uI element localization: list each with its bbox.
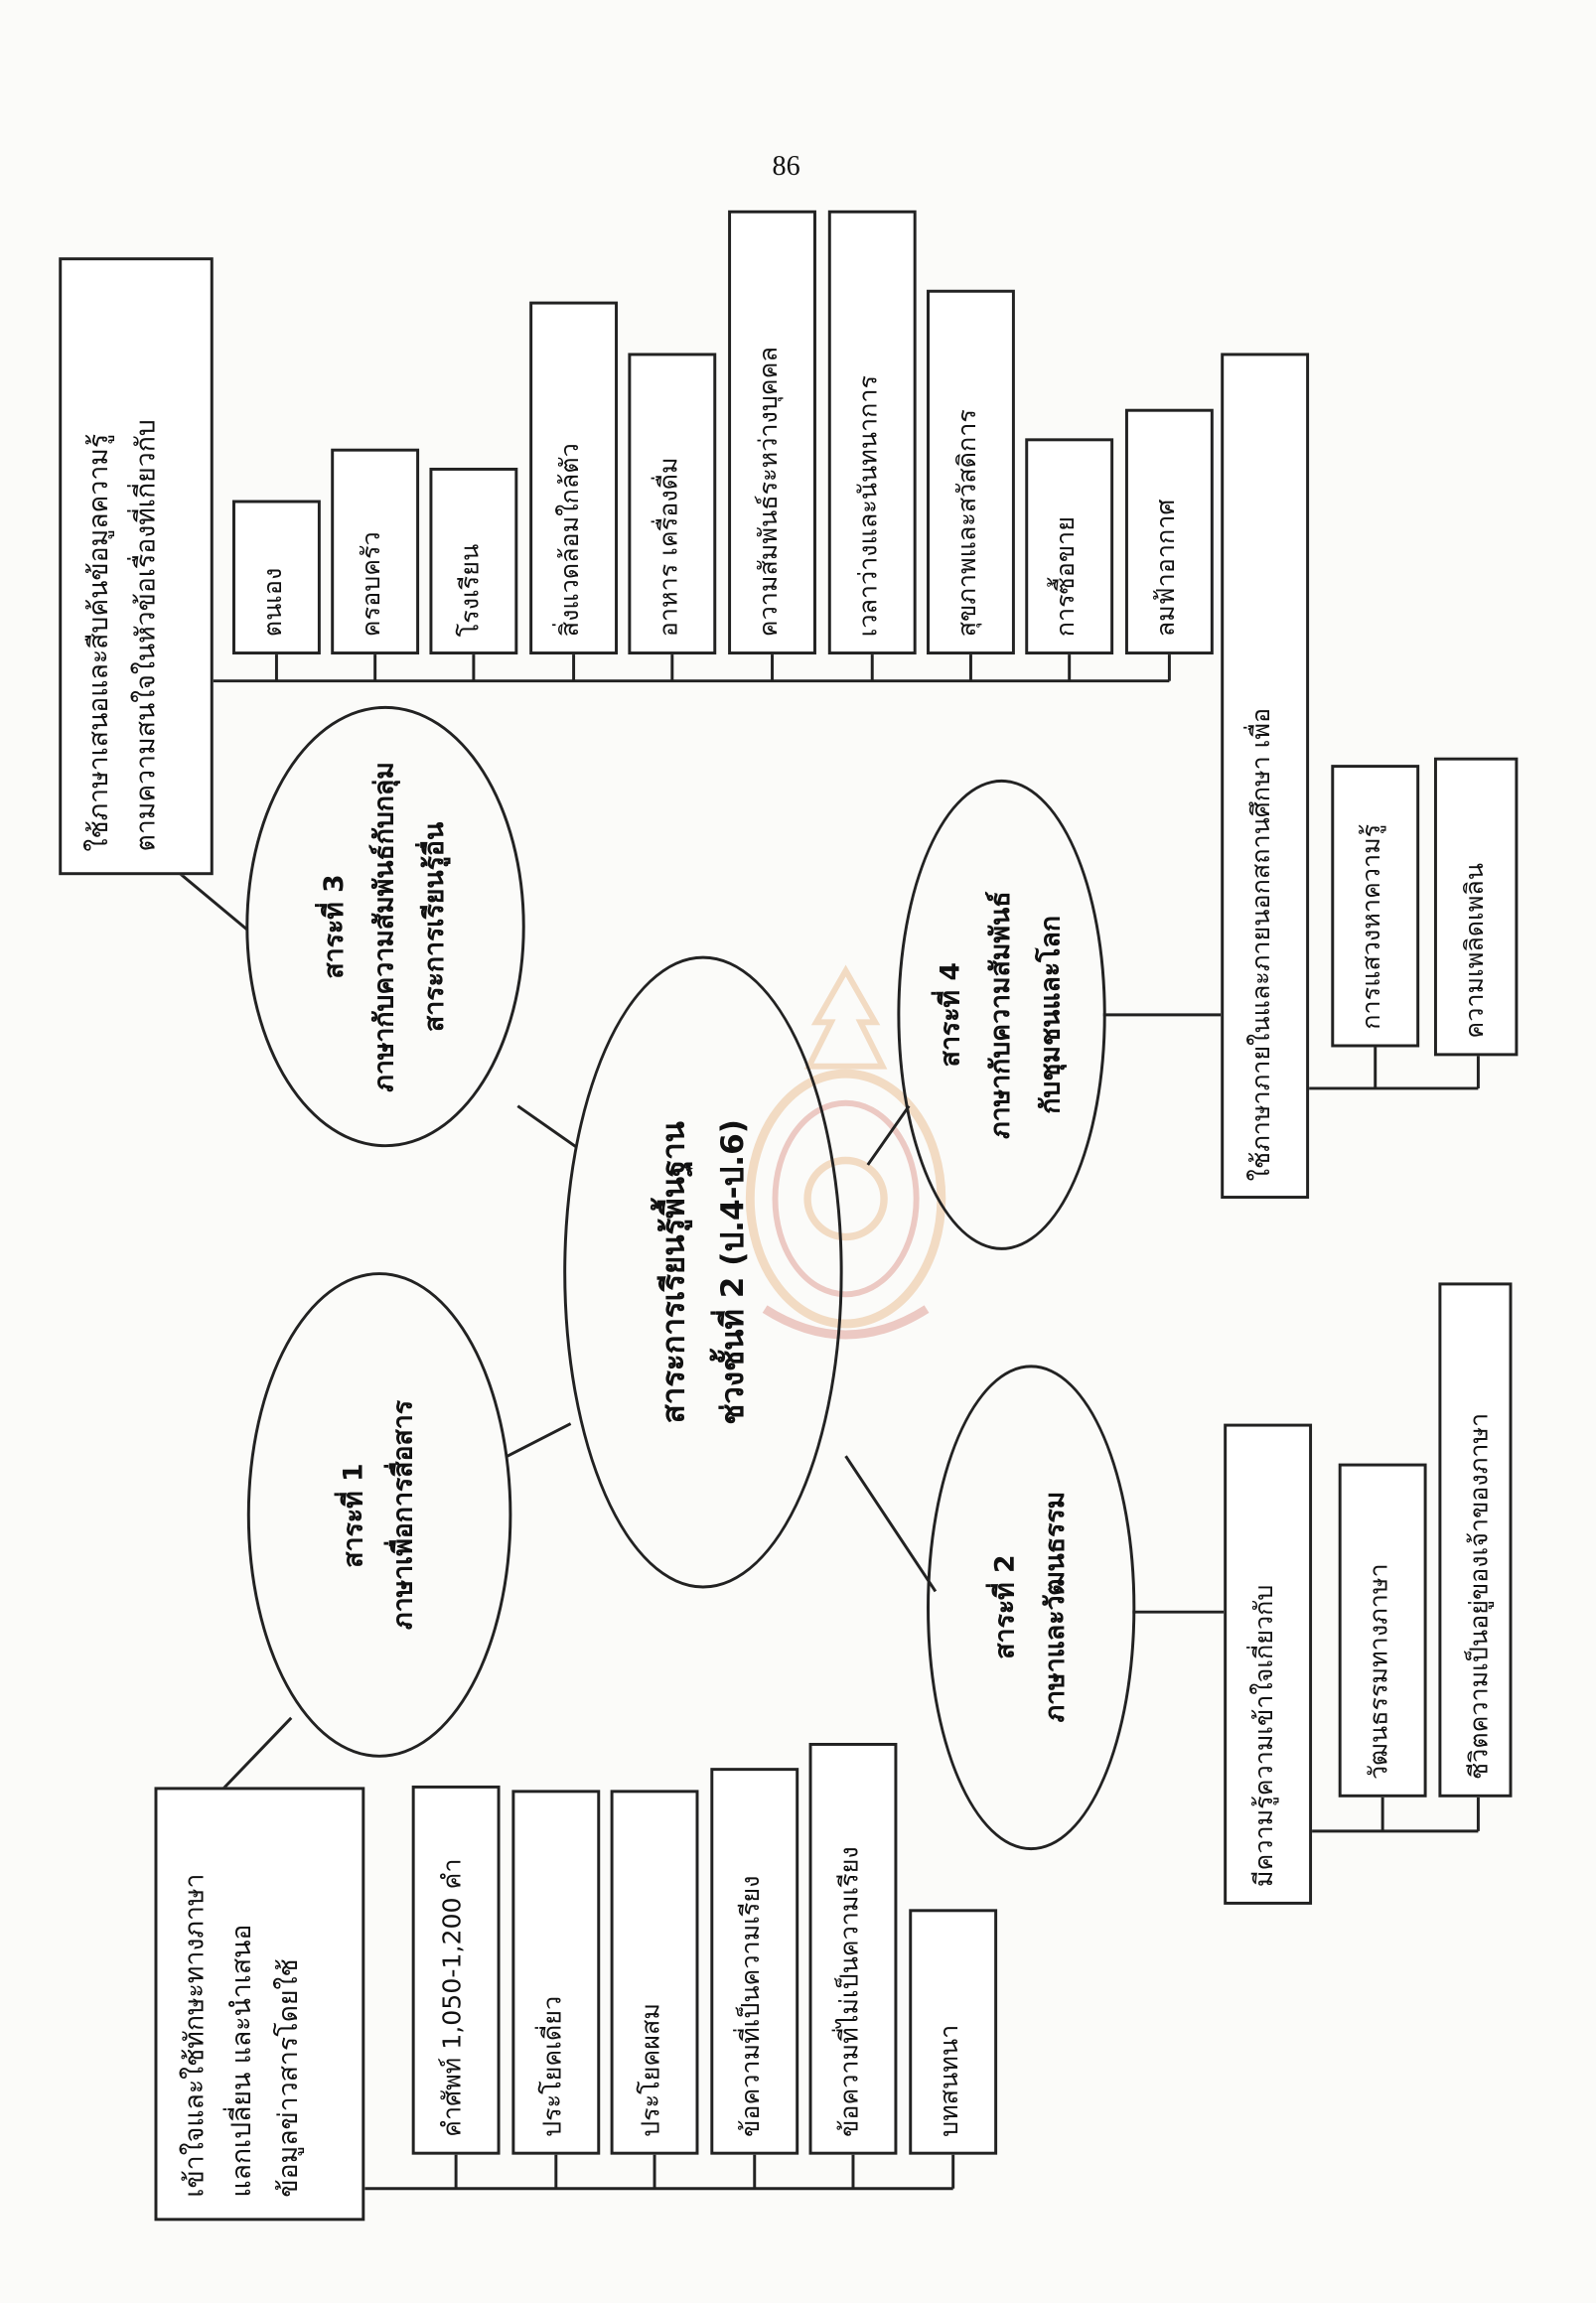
strand1-title: สาระที่ 1 — [338, 1462, 369, 1568]
strand3-subtitle: สาระการเรียนรู้อื่น — [419, 821, 451, 1032]
strand2-item: วัฒนธรรมทางภาษา — [1338, 1463, 1427, 1798]
strand4-item: ความเพลิดเพลิน — [1433, 757, 1519, 1057]
strand3-item: ตนเอง — [231, 500, 321, 655]
strand3-item: ความสัมพันธ์ระหว่างบุคคล — [728, 210, 816, 655]
link-strand1-desc — [219, 1716, 293, 1793]
link-center-strand3 — [516, 1104, 578, 1149]
center-title: สาระการเรียนรู้พื้นฐาน — [655, 1121, 692, 1424]
link-center-strand2 — [844, 1455, 938, 1593]
strand3-item: อาหาร เครื่องดื่ม — [628, 353, 717, 655]
strand1-item: ประโยคเดี่ยว — [511, 1790, 601, 2155]
description-line: ใช้ภาษาเสนอและสืบค้นข้อมูลความรู้ — [83, 433, 115, 852]
strand3-title: สาระที่ 3 — [319, 874, 351, 979]
strand1-item: ข้อความที่เป็นความเรียง — [710, 1768, 799, 2155]
description-line: ตามความสนใจในหัวข้อเรื่องที่เกี่ยวกับ — [130, 419, 162, 852]
strand3-item: สิ่งแวดล้อมใกล้ตัว — [529, 301, 619, 655]
strand3-ellipse: สาระที่ 3 ภาษากับความสัมพันธ์กับกลุ่ม สาระ… — [245, 705, 525, 1148]
strand3-item: โรงเรียน — [429, 467, 518, 655]
strand2-item: ชีวิตความเป็นอยู่ของเจ้าของภาษา — [1438, 1282, 1513, 1798]
strand2-subtitle: ภาษาและวัฒนธรรม — [1040, 1492, 1072, 1724]
strand1-stubs — [454, 2154, 955, 2189]
strand2-ellipse: สาระที่ 2 ภาษาและวัฒนธรรม — [927, 1365, 1136, 1851]
strand3-subtitle: ภาษากับความสัมพันธ์กับกลุ่ม — [368, 761, 400, 1092]
center-ellipse: สาระการเรียนรู้พื้นฐาน ช่วงชั้นที่ 2 (ป.4… — [563, 955, 843, 1589]
strand4-item: การแสวงหาความรู้ — [1331, 765, 1420, 1048]
strand2-description-box: มีความรู้ความเข้าใจเกี่ยวกับ — [1224, 1423, 1313, 1905]
strand3-item: สุขภาพและสวัสดิการ — [927, 289, 1015, 655]
strand1-item: บทสนทนา — [909, 1909, 998, 2155]
strand3-item: ลมฟ้าอากาศ — [1124, 408, 1214, 655]
strand1-item: คำศัพท์ 1,050-1,200 คำ — [411, 1785, 501, 2155]
strand4-title: สาระที่ 4 — [935, 962, 967, 1068]
strand1-subtitle: ภาษาเพื่อการสื่อสาร — [387, 1399, 420, 1630]
strand3-item: ครอบครัว — [331, 448, 420, 655]
strand4-subtitle: กับชุมชนและโลก — [1035, 916, 1067, 1114]
strand1-item: ข้อความที่ไม่เป็นความเรียง — [808, 1742, 898, 2155]
link-center-strand1 — [507, 1422, 572, 1458]
strand4-subtitle: ภาษากับความสัมพันธ์ — [985, 891, 1017, 1139]
strand3-item: การซื้อขาย — [1025, 438, 1114, 655]
center-subtitle: ช่วงชั้นที่ 2 (ป.4-ป.6) — [714, 1119, 751, 1425]
strand3-stubs — [274, 654, 1171, 681]
page-number: 86 — [772, 151, 800, 183]
strand3-item: เวลาว่างและนันทนาการ — [827, 210, 917, 655]
strand1-item: ประโยคผสม — [610, 1790, 699, 2155]
strand1-description-box: เข้าใจและใช้ทักษะทางภาษา แลกเปลี่ยน และนำ… — [154, 1787, 365, 2222]
strand2-title: สาระที่ 2 — [989, 1555, 1021, 1660]
description-line: ข้อมูลข่าวสารโดยใช้ — [273, 1958, 305, 2198]
strand4-description-box: ใช้ภาษาภายในและภายนอกสถานศึกษา เพื่อ — [1221, 353, 1310, 1200]
strand3-description-box: ใช้ภาษาเสนอและสืบค้นข้อมูลความรู้ ตามความ… — [59, 257, 214, 876]
description-line: เข้าใจและใช้ทักษะทางภาษา — [179, 1873, 211, 2198]
description-line: แลกเปลี่ยน และนำเสนอ — [226, 1924, 258, 2198]
strand4-ellipse: สาระที่ 4 ภาษากับความสัมพันธ์ กับชุมชนและโ… — [897, 779, 1106, 1250]
strand1-ellipse: สาระที่ 1 ภาษาเพื่อการสื่อสาร — [246, 1272, 512, 1758]
